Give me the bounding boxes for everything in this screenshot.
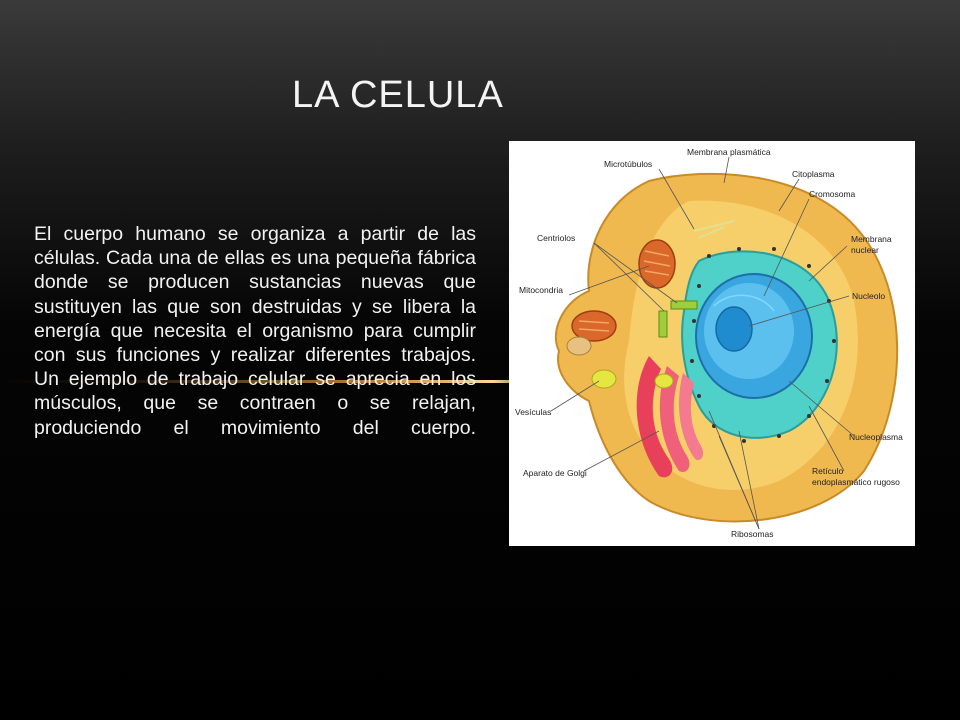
label-reticulo-1: Retículo (812, 466, 843, 476)
label-ribosomas: Ribosomas (731, 529, 774, 539)
label-microtubulos: Microtúbulos (604, 159, 652, 169)
label-aparato-golgi: Aparato de Golgi (523, 468, 587, 478)
label-reticulo-2: endoplasmático rugoso (812, 477, 900, 487)
centrioles-shape (658, 300, 698, 338)
slide-title: LA CELULA (292, 74, 504, 116)
label-cromosoma: Cromosoma (809, 189, 856, 199)
chromosome-shape (713, 294, 775, 312)
golgi-shape (636, 356, 704, 478)
cell-diagram-svg: Microtúbulos Membrana plasmática Citopla… (515, 147, 903, 539)
decorative-divider (0, 380, 560, 383)
body-paragraph: El cuerpo humano se organiza a partir de… (34, 223, 476, 439)
label-mitocondria: Mitocondria (519, 285, 563, 295)
nucleolus-shape (715, 306, 753, 352)
label-nucleoplasma: Nucleoplasma (849, 432, 903, 442)
microtubules-shape (693, 220, 735, 239)
cell-diagram: Microtúbulos Membrana plasmática Citopla… (509, 141, 915, 546)
label-citoplasma: Citoplasma (792, 169, 835, 179)
label-centriolos: Centriolos (537, 233, 575, 243)
mitochondria-shape (571, 239, 676, 342)
label-membrana-nuclear-1: Membrana (851, 234, 892, 244)
label-vesiculas: Vesículas (515, 407, 551, 417)
vesicles-shape (566, 336, 674, 389)
leader-lines (550, 156, 855, 530)
label-membrana-plasmatica: Membrana plasmática (687, 147, 771, 157)
label-membrana-nuclear-2: nuclear (851, 245, 879, 255)
label-nucleolo: Nucleolo (852, 291, 885, 301)
